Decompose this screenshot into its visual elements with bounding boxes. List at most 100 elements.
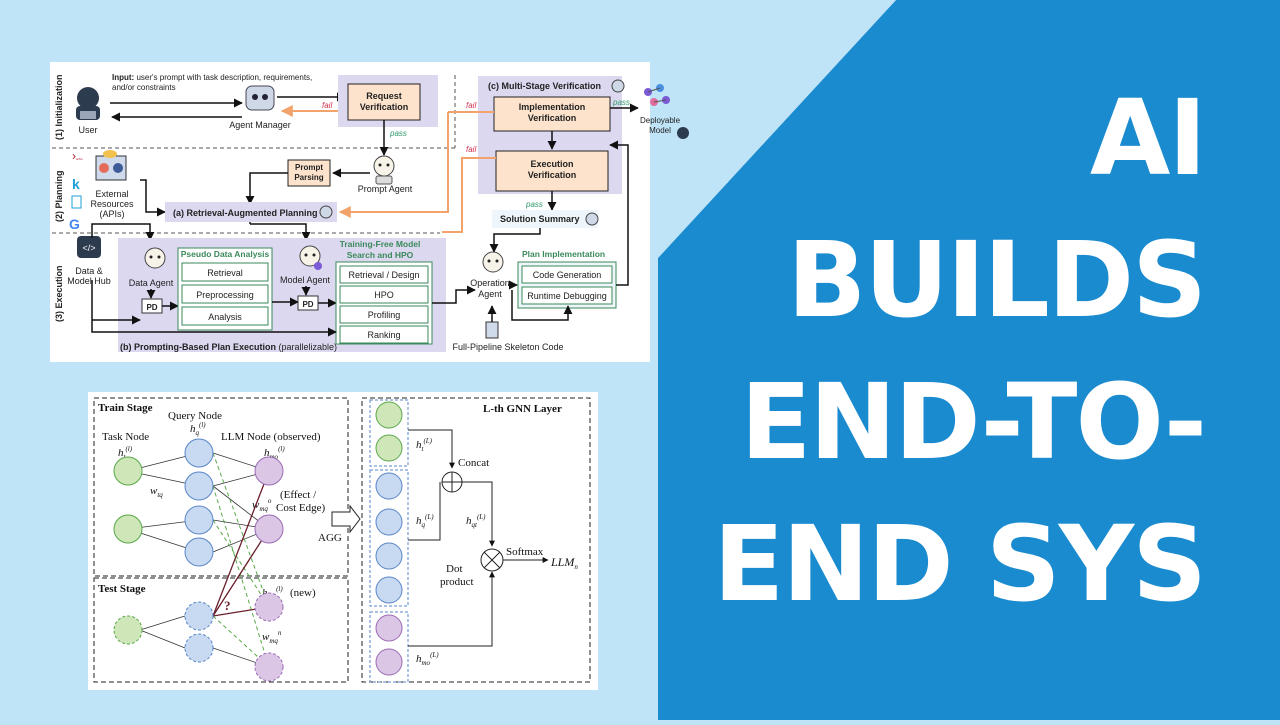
arrow-resources-to-rap bbox=[140, 179, 166, 217]
gnn-edge-query bbox=[408, 482, 441, 541]
arrow-impl-fail-to-rap bbox=[338, 112, 449, 218]
task-node-1 bbox=[113, 456, 143, 486]
exec-fail-line bbox=[442, 157, 496, 233]
test-stage-label: Test Stage bbox=[98, 583, 146, 595]
train-stage-label: Train Stage bbox=[98, 402, 153, 414]
request-verification-box bbox=[347, 83, 421, 121]
arrow-hub-to-ranking bbox=[91, 280, 337, 337]
test-task-node bbox=[113, 615, 143, 645]
concat-label: Concat bbox=[458, 457, 489, 469]
llm-node-label: LLM Node (observed) bbox=[221, 431, 321, 443]
pass-label-2: pass bbox=[612, 98, 630, 107]
llm-node-1 bbox=[254, 456, 284, 486]
prompt-agent-label: Prompt Agent bbox=[358, 184, 413, 194]
google-icon: G bbox=[69, 216, 80, 232]
fail-label-2: fail bbox=[466, 101, 476, 110]
pass-label-1: pass bbox=[389, 129, 407, 138]
gnn-edge-concat bbox=[462, 481, 495, 547]
softmax-label: Softmax bbox=[506, 546, 544, 558]
test-nodes bbox=[113, 592, 284, 682]
gnn-llm-node-1 bbox=[375, 614, 403, 642]
arrow-parsing-to-rap bbox=[245, 172, 288, 205]
task-node-label: Task Node bbox=[102, 431, 149, 443]
plan-implementation-title: Plan Implementation bbox=[522, 249, 605, 259]
test-llm-node-2 bbox=[254, 652, 284, 682]
operation-agent-icon bbox=[482, 251, 504, 273]
gnn-query-node-1 bbox=[375, 472, 403, 500]
prompt-agent-icon bbox=[373, 155, 395, 185]
gnn-query-node-4 bbox=[375, 576, 403, 604]
math-h-q-big-l: hq(L) bbox=[416, 513, 434, 529]
arrow-summary-to-op bbox=[489, 228, 541, 253]
model-step-retrieval-design-label: Retrieval / Design bbox=[348, 270, 419, 280]
solution-summary-label: Solution Summary bbox=[500, 214, 580, 224]
arrow-plan-to-verify bbox=[609, 140, 629, 286]
title-line-2: BUILDS bbox=[787, 219, 1207, 341]
arrow-hub-to-data-agent bbox=[91, 223, 155, 241]
stage-label-exec: (3) Execution bbox=[54, 265, 64, 322]
query-node-3 bbox=[184, 505, 214, 535]
dot-x-2 bbox=[483, 551, 501, 569]
pseudo-step-retrieval-label: Retrieval bbox=[207, 268, 243, 278]
agent-manager-label: Agent Manager bbox=[229, 120, 291, 130]
panel-corner bbox=[658, 0, 896, 258]
gnn-task-node-2 bbox=[375, 434, 403, 462]
pd-label-1: PD bbox=[146, 303, 157, 312]
title-panel bbox=[658, 0, 1280, 720]
pass-label-3: pass bbox=[525, 200, 543, 209]
pseudo-step-retrieval bbox=[181, 262, 269, 282]
solution-summary-box bbox=[492, 210, 598, 228]
math-h-t-big-l: ht(L) bbox=[416, 437, 433, 453]
user-label: User bbox=[78, 125, 97, 135]
input-text: Input: user's prompt with task descripti… bbox=[112, 73, 312, 92]
model-step-profiling-label: Profiling bbox=[368, 310, 401, 320]
arxiv-icon: › bbox=[72, 149, 76, 163]
pseudo-step-analysis-label: Analysis bbox=[208, 312, 242, 322]
user-icon bbox=[76, 87, 100, 120]
multi-stage-label: (c) Multi-Stage Verification bbox=[488, 81, 601, 91]
math-h-q-l: hq(l) bbox=[190, 421, 206, 437]
data-model-hub-label: Data &Model Hub bbox=[67, 266, 111, 286]
model-step-profiling bbox=[339, 305, 429, 324]
prompting-based-label: (b) Prompting-Based Plan Execution (para… bbox=[120, 342, 337, 352]
model-step-ranking bbox=[339, 325, 429, 344]
model-step-hpo-label: HPO bbox=[374, 290, 394, 300]
bottom-diagram-bg bbox=[88, 392, 598, 690]
question-mark: ? bbox=[224, 598, 231, 613]
test-stage-box bbox=[93, 577, 349, 683]
pseudo-step-preprocessing bbox=[181, 284, 269, 304]
stage-label-plan: (2) Planning bbox=[54, 171, 64, 223]
model-agent-icon bbox=[299, 245, 322, 270]
rap-label: (a) Retrieval-Augmented Planning bbox=[173, 208, 318, 218]
math-w-tq: wtq bbox=[150, 485, 163, 499]
skeleton-label: Full-Pipeline Skeleton Code bbox=[452, 342, 563, 352]
arrow-debug-loop bbox=[511, 290, 573, 321]
pseudo-step-preprocessing-label: Preprocessing bbox=[196, 290, 254, 300]
title-line-4: END SYS bbox=[713, 503, 1207, 625]
arrow-rap-to-model-agent bbox=[250, 223, 311, 241]
math-w-mq-n: wmqn bbox=[262, 629, 282, 645]
kaggle-icon: k bbox=[72, 176, 80, 192]
gnn-layer-box bbox=[361, 397, 591, 683]
model-step-retrieval-design bbox=[339, 265, 429, 284]
svg-text:</>: </> bbox=[82, 243, 95, 253]
runtime-debugging-box bbox=[521, 286, 613, 305]
summary-robot-icon bbox=[585, 212, 599, 226]
math-h-mo-l: hmo(l) bbox=[264, 445, 285, 461]
math-h-mo-big-l: hmo(L) bbox=[416, 651, 439, 667]
arrow-to-operation-agent bbox=[432, 285, 476, 304]
new-label: (new) bbox=[290, 587, 316, 599]
rap-robot-icon bbox=[319, 205, 333, 219]
query-node-1 bbox=[184, 438, 214, 468]
implementation-verification-box bbox=[493, 96, 611, 132]
arxiv-label: arXiv bbox=[76, 157, 83, 161]
